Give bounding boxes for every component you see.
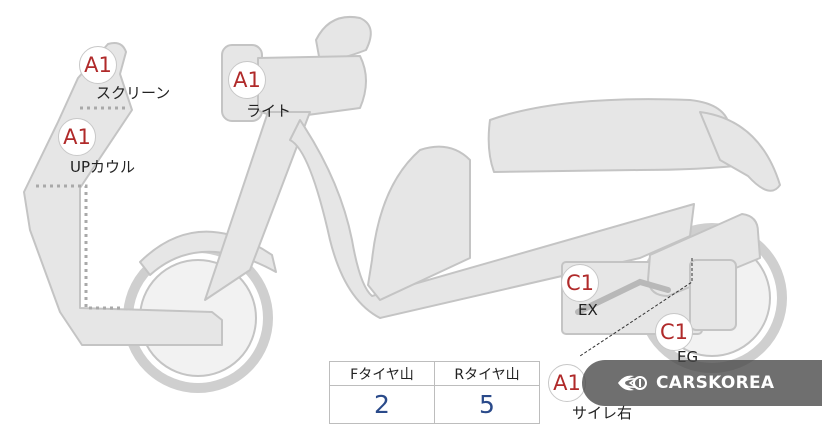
handle-cover <box>257 55 367 118</box>
grade-marker-side-right: A1 <box>548 364 586 402</box>
rear-tire-value: 5 <box>434 385 540 424</box>
grade-marker-eg: C1 <box>655 313 693 351</box>
grade-marker-ex: C1 <box>561 264 599 302</box>
part-label-ex: EX <box>578 301 598 319</box>
grade-marker-screen: A1 <box>79 46 117 84</box>
part-label-up-cowl: UPカウル <box>70 158 136 176</box>
part-label-screen: スクリーン <box>96 84 171 102</box>
grade-marker-light: A1 <box>228 61 266 99</box>
watermark-text: CARSKOREA <box>656 373 775 393</box>
dotted-cowl-area <box>36 184 124 310</box>
tire-tread-table: Fタイヤ山 Rタイヤ山 2 5 <box>329 361 540 424</box>
part-label-light: ライト <box>246 102 292 120</box>
rear-tire-header: Rタイヤ山 <box>434 361 540 386</box>
rear-cowl <box>699 111 781 192</box>
rear-body <box>367 145 472 301</box>
rear-shock <box>689 259 737 331</box>
exhaust-pipe <box>575 278 671 315</box>
carskorea-watermark: CARSKOREA <box>582 360 822 406</box>
leader-line <box>579 258 693 357</box>
front-tire-header: Fタイヤ山 <box>329 361 435 386</box>
handle-top <box>315 16 372 63</box>
part-label-side-right: サイレ右 <box>572 404 633 422</box>
seat <box>487 98 746 173</box>
steering-column <box>204 111 311 301</box>
front-tire-value: 2 <box>329 385 435 424</box>
carskorea-logo-icon <box>618 375 647 391</box>
grade-marker-up-cowl: A1 <box>58 118 96 156</box>
